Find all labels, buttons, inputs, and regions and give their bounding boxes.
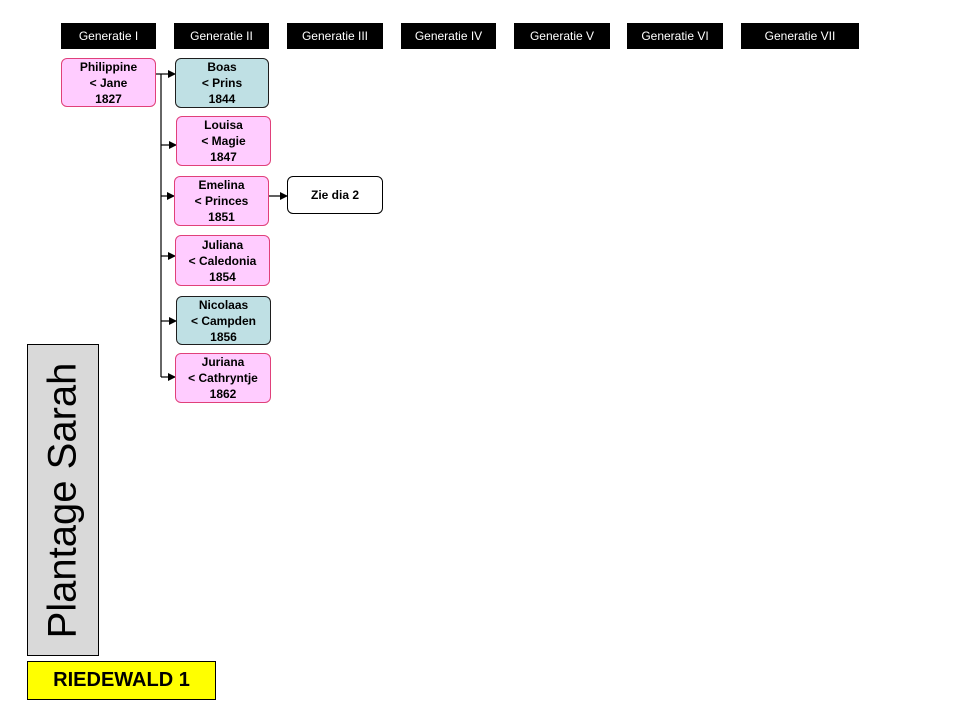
person-philippine[interactable]: Philippine < Jane 1827 [61, 58, 156, 107]
person-louisa[interactable]: Louisa < Magie 1847 [176, 116, 271, 166]
person-name: Philippine [79, 59, 138, 74]
person-year: 1856 [210, 329, 237, 344]
person-year: 1844 [208, 92, 236, 106]
person-year: 1827 [95, 91, 122, 106]
person-mother: < Jane [89, 75, 128, 90]
person-mother: < Campden [190, 313, 256, 328]
person-juliana[interactable]: Juliana < Caledonia 1854 [175, 235, 270, 286]
plantation-title: Plantage Sarah [40, 362, 85, 638]
person-nicolaas[interactable]: Nicolaas < Campden 1856 [176, 296, 271, 345]
generation-header-2: Generatie II [174, 23, 269, 49]
person-name: Louisa [204, 118, 243, 132]
person-year: 1854 [209, 269, 236, 284]
generation-header-1: Generatie I [61, 23, 156, 49]
person-name: Emelina [198, 178, 245, 192]
person-mother: < Caledonia [188, 253, 257, 268]
person-mother: < Cathryntje [188, 371, 258, 385]
generation-header-7: Generatie VII [741, 23, 859, 49]
person-year: 1862 [209, 387, 237, 401]
person-juriana[interactable]: Juriana < Cathryntje 1862 [175, 353, 271, 403]
person-name: Boas [207, 60, 237, 74]
person-boas[interactable]: Boas < Prins 1844 [175, 58, 269, 108]
see-slide-2-label: Zie dia 2 [310, 188, 360, 202]
family-badge: RIEDEWALD 1 [27, 661, 216, 700]
see-slide-2-link[interactable]: Zie dia 2 [287, 176, 383, 214]
person-name: Juliana [201, 237, 244, 252]
person-year: 1851 [208, 210, 235, 224]
generation-header-5: Generatie V [514, 23, 610, 49]
plantation-title-panel: Plantage Sarah [27, 344, 99, 656]
person-mother: < Magie [201, 134, 246, 148]
person-year: 1847 [210, 150, 237, 164]
generation-header-6: Generatie VI [627, 23, 723, 49]
generation-header-3: Generatie III [287, 23, 383, 49]
person-emelina[interactable]: Emelina < Princes 1851 [174, 176, 269, 226]
person-mother: < Princes [194, 194, 249, 208]
person-mother: < Prins [201, 76, 243, 90]
person-name: Juriana [201, 355, 245, 369]
generation-header-4: Generatie IV [401, 23, 496, 49]
person-name: Nicolaas [198, 297, 249, 312]
